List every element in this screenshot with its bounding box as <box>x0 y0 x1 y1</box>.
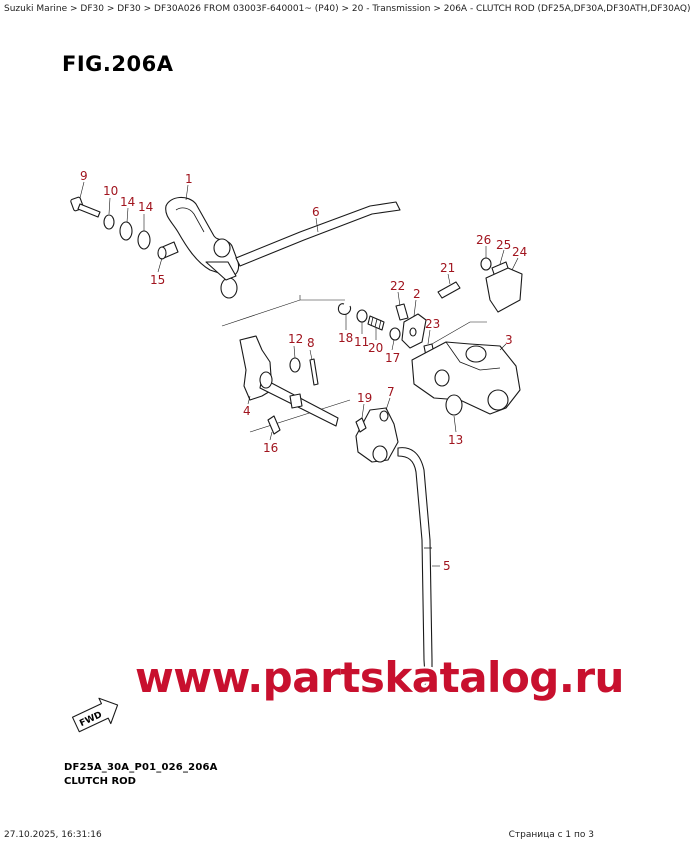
callout-11[interactable]: 11 <box>354 335 369 349</box>
part-7-link <box>355 407 399 463</box>
part-18-circlip <box>337 303 352 315</box>
part-13-washer <box>445 394 463 416</box>
leader-lines <box>79 181 519 567</box>
callout-14[interactable]: 14 <box>138 200 153 214</box>
assembly-frame-line <box>249 399 351 433</box>
part-21-bolt <box>437 281 461 299</box>
callout-23[interactable]: 23 <box>425 317 440 331</box>
part-5-clutch-rod <box>397 447 433 691</box>
callout-10[interactable]: 10 <box>103 184 118 198</box>
callout-14[interactable]: 14 <box>120 195 135 209</box>
callout-labels: 9 10 14 14 15 1 6 12 8 4 16 19 7 5 18 11… <box>80 169 527 573</box>
part-24-plate <box>485 267 523 313</box>
fwd-arrow-icon: FWD <box>71 697 119 733</box>
part-26-cap <box>480 257 492 271</box>
part-11-washer <box>356 309 368 323</box>
part-9-bolt <box>70 196 101 218</box>
callout-5[interactable]: 5 <box>443 559 451 573</box>
callout-24[interactable]: 24 <box>512 245 527 259</box>
callout-15[interactable]: 15 <box>150 273 165 287</box>
part-14-oring-a <box>119 221 133 241</box>
parts-diagram: 9 10 14 14 15 1 6 12 8 4 16 19 7 5 18 11… <box>70 169 527 733</box>
figure-caption: CLUTCH ROD <box>64 776 136 787</box>
part-14-oring-b <box>137 230 151 250</box>
part-10-washer <box>103 214 115 230</box>
part-6-rod <box>235 201 401 267</box>
part-1-lever <box>165 196 240 299</box>
part-22-bolt <box>395 303 409 321</box>
part-12-washer <box>289 357 301 373</box>
footer-page-indicator: Страница с 1 по 3 <box>508 830 594 840</box>
callout-20[interactable]: 20 <box>368 341 383 355</box>
part-19-pin <box>355 417 367 433</box>
watermark: www.partskatalog.ru <box>135 653 624 702</box>
callout-7[interactable]: 7 <box>387 385 395 399</box>
assembly-frame-line <box>424 321 487 349</box>
footer-timestamp: 27.10.2025, 16:31:16 <box>4 830 102 840</box>
part-4-shift-arm <box>239 335 339 427</box>
part-8-pin <box>309 358 319 386</box>
breadcrumb[interactable]: Suzuki Marine > DF30 > DF30 > DF30A026 F… <box>4 4 690 14</box>
part-2-cam <box>401 313 427 349</box>
figure-code: DF25A_30A_P01_026_206A <box>64 762 218 773</box>
callout-25[interactable]: 25 <box>496 238 511 252</box>
callout-8[interactable]: 8 <box>307 336 315 350</box>
callout-22[interactable]: 22 <box>390 279 405 293</box>
part-15-bushing <box>157 241 179 260</box>
callout-3[interactable]: 3 <box>505 333 513 347</box>
callout-4[interactable]: 4 <box>243 404 251 418</box>
callout-19[interactable]: 19 <box>357 391 372 405</box>
part-16-pin <box>267 415 281 435</box>
callout-18[interactable]: 18 <box>338 331 353 345</box>
callout-13[interactable]: 13 <box>448 433 463 447</box>
callout-2[interactable]: 2 <box>413 287 421 301</box>
part-17-collar <box>389 327 401 341</box>
part-20-spring <box>367 315 385 331</box>
figure-title: FIG.206A <box>62 52 174 76</box>
callout-16[interactable]: 16 <box>263 441 278 455</box>
callout-9[interactable]: 9 <box>80 169 88 183</box>
callout-12[interactable]: 12 <box>288 332 303 346</box>
callout-1[interactable]: 1 <box>185 172 193 186</box>
assembly-frame-line <box>221 299 345 327</box>
callout-6[interactable]: 6 <box>312 205 320 219</box>
callout-17[interactable]: 17 <box>385 351 400 365</box>
part-3-bracket <box>411 341 521 415</box>
callout-26[interactable]: 26 <box>476 233 491 247</box>
callout-21[interactable]: 21 <box>440 261 455 275</box>
